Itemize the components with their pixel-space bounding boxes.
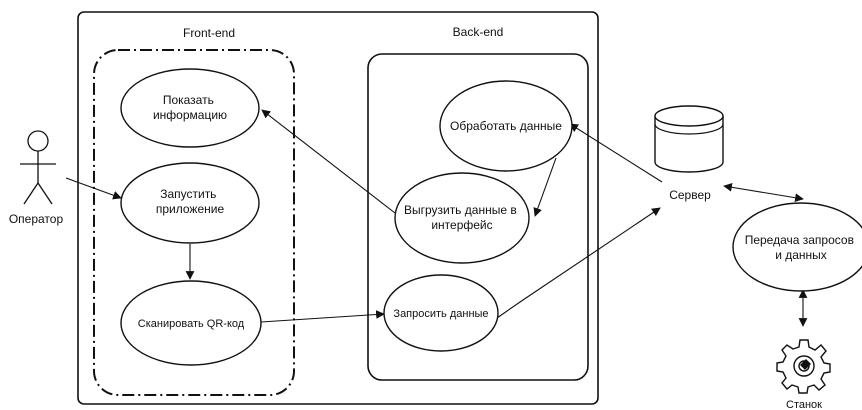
operator-label: Оператор xyxy=(9,212,64,226)
backend-group xyxy=(367,53,589,381)
machine-label: Станок xyxy=(786,399,822,410)
edge-request-server xyxy=(496,207,661,319)
edge-server-process xyxy=(569,123,663,183)
edge-process-upload xyxy=(533,157,557,217)
operator-actor-icon xyxy=(20,130,56,205)
usecase-launch-app-label: Запустить приложение xyxy=(156,187,225,216)
usecase-upload-data xyxy=(394,172,530,264)
usecase-request-data-label: Запросить данные xyxy=(393,308,488,320)
edge-upload-show xyxy=(261,109,396,214)
usecase-scan-qr-label: Сканировать QR-код xyxy=(138,318,245,330)
frontend-title: Front-end xyxy=(183,26,235,40)
usecase-show-info xyxy=(120,68,260,148)
usecase-process-data-label: Обработать данные xyxy=(450,119,562,133)
system-boundary xyxy=(77,11,599,405)
usecase-scan-qr xyxy=(120,280,262,366)
usecase-transfer xyxy=(732,202,862,292)
frontend-group xyxy=(93,49,295,396)
usecase-show-info-label: Показать информацию xyxy=(153,93,227,122)
usecase-request-data xyxy=(383,274,499,352)
edge-operator-launch xyxy=(65,177,122,200)
usecase-process-data xyxy=(439,80,573,172)
backend-title: Back-end xyxy=(453,25,504,39)
usecase-upload-data-label: Выгрузить данные в интерфейс xyxy=(404,203,520,232)
edge-scan-request xyxy=(260,310,385,323)
usecase-transfer-label: Передача запросов и данных xyxy=(745,233,858,262)
database-icon xyxy=(654,105,724,173)
usecase-launch-app xyxy=(120,162,260,244)
gear-icon xyxy=(776,339,831,394)
edge-server-transfer xyxy=(723,182,804,203)
server-label: Сервер xyxy=(669,188,711,202)
